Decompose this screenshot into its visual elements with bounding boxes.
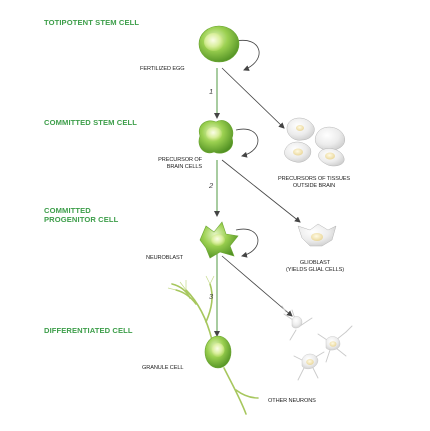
label-neuroblast: NEUROBLAST (146, 255, 183, 261)
other-neurons-cells (281, 305, 353, 381)
self-renewal-arrows (235, 39, 260, 258)
step-number-2: 2 (209, 181, 214, 190)
label-granule-cell: GRANULE CELL (142, 365, 184, 371)
branch-arrow-neurons (221, 255, 293, 317)
fertilized-egg-cell (198, 25, 240, 63)
label-precursors-outside-brain: PRECURSORS OF TISSUES OUTSIDE BRAIN (277, 176, 351, 189)
branch-arrow-tissues (221, 67, 285, 129)
stage-label-differentiated: DIFFERENTIATED CELL (44, 326, 133, 335)
branch-arrow-glioblast (221, 159, 301, 223)
label-fertilized-egg: FERTILIZED EGG (140, 66, 185, 72)
step-number-1: 1 (209, 87, 214, 96)
renewal-arrow-neuroblast (235, 228, 259, 258)
stage-label-committed-stem: COMMITTED STEM CELL (44, 118, 138, 127)
renewal-arrow-precursor (235, 128, 259, 158)
step-number-3: 3 (209, 292, 214, 301)
stage-label-committed-progenitor: COMMITTED PROGENITOR CELL (44, 206, 119, 224)
glioblast-cell (297, 223, 337, 247)
stage-label-totipotent: TOTIPOTENT STEM CELL (44, 18, 140, 27)
precursors-outside-brain-cells (284, 117, 346, 167)
label-other-neurons: OTHER NEURONS (268, 398, 316, 404)
branch-arrows (221, 67, 301, 317)
granule-cell (167, 275, 259, 415)
precursor-brain-cell (198, 120, 234, 154)
label-precursor-brain: PRECURSOR OF BRAIN CELLS (158, 157, 202, 170)
neuroblast-cell (199, 221, 239, 259)
label-glioblast: GLIOBLAST (YIELDS GLIAL CELLS) (285, 260, 345, 273)
renewal-arrow-egg (235, 39, 260, 71)
